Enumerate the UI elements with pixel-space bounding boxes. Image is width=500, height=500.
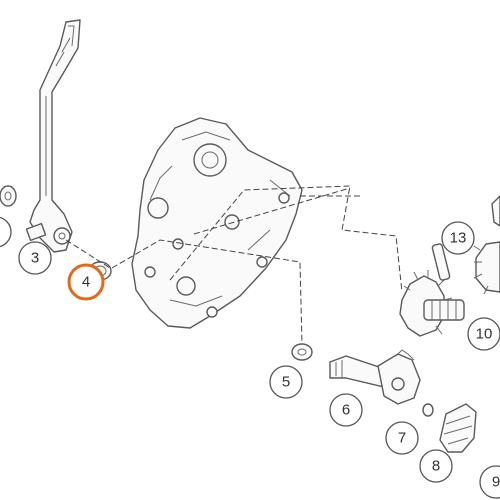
callout-label: 3 <box>31 250 39 267</box>
callout-4[interactable]: 4 <box>67 263 105 301</box>
callout-label: 7 <box>398 430 406 447</box>
callout-label: 6 <box>342 402 350 419</box>
callout-9[interactable]: 9 <box>479 465 500 499</box>
intermediate-gear <box>399 270 465 337</box>
kickstart-lever <box>25 19 81 253</box>
kickstart-shaft <box>329 349 421 405</box>
callout-label: 9 <box>492 474 500 491</box>
callout-7[interactable]: 7 <box>385 421 419 455</box>
pin <box>431 243 451 281</box>
callout-label: 8 <box>432 458 440 475</box>
callout-6[interactable]: 6 <box>329 393 363 427</box>
spring <box>439 403 477 453</box>
callout-5[interactable]: 5 <box>269 365 303 399</box>
callout-10[interactable]: 10 <box>467 317 500 351</box>
washer-5 <box>291 343 313 361</box>
callout-8[interactable]: 8 <box>419 449 453 483</box>
callout-3[interactable]: 3 <box>18 241 52 275</box>
callout-1[interactable]: 1 <box>0 216 12 248</box>
callout-label: 5 <box>282 374 290 391</box>
gear-top-right <box>473 195 500 295</box>
callout-label: 4 <box>82 274 90 291</box>
washer-7 <box>422 403 434 417</box>
leader-lines <box>65 185 403 345</box>
callout-label: 10 <box>476 326 493 343</box>
small-washer <box>0 185 17 207</box>
callout-13[interactable]: 13 <box>441 221 475 255</box>
callout-label: 13 <box>450 230 467 247</box>
